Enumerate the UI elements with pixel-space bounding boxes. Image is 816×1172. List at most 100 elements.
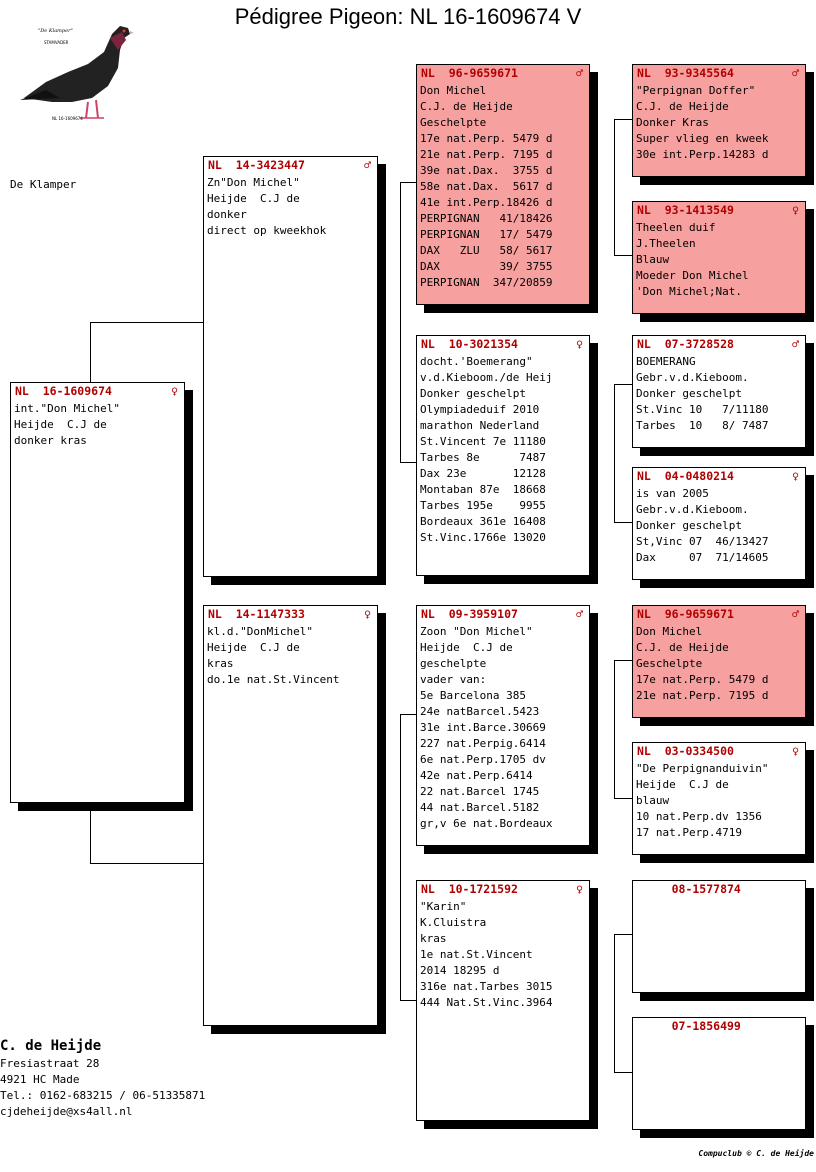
ring-number: NL 07-3728528	[637, 337, 734, 351]
female-icon: ♀	[792, 203, 799, 217]
ring-number-header: 07-1856499	[633, 1018, 805, 1034]
detail-line: Zn"Don Michel"	[207, 176, 300, 189]
ring-number-header: NL 07-3728528♂	[633, 336, 805, 352]
connector	[614, 660, 615, 798]
detail-line: Don Michel	[420, 84, 487, 97]
detail-line: BOEMERANG	[636, 355, 696, 368]
male-icon: ♂	[364, 158, 371, 172]
detail-line: 22 nat.Barcel 1745	[420, 785, 540, 798]
connector	[614, 522, 632, 523]
detail-line: DAX ZLU 58/ 5617	[420, 244, 553, 257]
detail-line: Don Michel	[636, 625, 703, 638]
connector	[90, 322, 204, 323]
detail-line: 30e int.Perp.14283 d	[636, 148, 769, 161]
page-title: Pédigree Pigeon: NL 16-1609674 V	[234, 4, 582, 29]
detail-line: C.J. de Heijde	[636, 100, 729, 113]
ring-number-header: NL 03-0334500♀	[633, 743, 805, 759]
detail-line: 2014 18295 d	[420, 964, 500, 977]
pedigree-card-fff[interactable]: NL 93-9345564♂"Perpignan Doffer"C.J. de …	[632, 64, 806, 177]
detail-line: 5e Barcelona 385	[420, 689, 526, 702]
ring-number: NL 10-1721592	[421, 882, 518, 896]
detail-line: Tarbes 10 8/ 7487	[636, 419, 769, 432]
pedigree-card-father[interactable]: NL 14-3423447♂Zn"Don Michel"Heijde C.J d…	[203, 156, 378, 577]
detail-line: 6e nat.Perp.1705 dv	[420, 753, 546, 766]
ring-number: NL 16-1609674	[15, 384, 112, 398]
detail-line: 58e nat.Dax. 5617 d	[420, 180, 553, 193]
pedigree-card-mmm[interactable]: 07-1856499	[632, 1017, 806, 1130]
detail-line: 1e nat.St.Vincent	[420, 948, 533, 961]
ring-number-header: NL 09-3959107♂	[417, 606, 589, 622]
pigeon-details	[633, 897, 805, 899]
detail-line: St,Vinc 07 46/13427	[636, 535, 769, 548]
detail-line: 39e nat.Dax. 3755 d	[420, 164, 553, 177]
connector	[400, 182, 416, 183]
detail-line: J.Theelen	[636, 237, 696, 250]
detail-line: Zoon "Don Michel"	[420, 625, 533, 638]
detail-line: kras	[420, 932, 447, 945]
ring-number: NL 14-1147333	[208, 607, 305, 621]
detail-line: PERPIGNAN 17/ 5479	[420, 228, 553, 241]
detail-line: 444 Nat.St.Vinc.3964	[420, 996, 553, 1009]
male-icon: ♂	[576, 607, 583, 621]
detail-line: 44 nat.Barcel.5182	[420, 801, 540, 814]
pedigree-card-mother[interactable]: NL 14-1147333♀kl.d."DonMichel"Heijde C.J…	[203, 605, 378, 1026]
detail-line: St.Vincent 7e 11180	[420, 435, 546, 448]
detail-line: 17e nat.Perp. 5479 d	[636, 673, 769, 686]
pedigree-card-mf[interactable]: NL 09-3959107♂Zoon "Don Michel"Heijde C.…	[416, 605, 590, 846]
detail-line: Heijde C.J de	[207, 192, 300, 205]
footer-credit: Compuclub © C. de Heijde	[698, 1149, 814, 1158]
connector	[400, 182, 401, 462]
ring-number: NL 96-9659671	[421, 66, 518, 80]
connector	[614, 119, 615, 255]
detail-line: 17e nat.Perp. 5479 d	[420, 132, 553, 145]
pedigree-card-mfm[interactable]: NL 03-0334500♀"De Perpignanduivin"Heijde…	[632, 742, 806, 855]
detail-line: donker	[207, 208, 247, 221]
detail-line: St.Vinc.1766e 13020	[420, 531, 546, 544]
detail-line: gr,v 6e nat.Bordeaux	[420, 817, 553, 830]
connector	[400, 1000, 416, 1001]
owner-email[interactable]: cjdeheijde@xs4all.nl	[0, 1105, 133, 1118]
detail-line: Donker Kras	[636, 116, 709, 129]
detail-line: blauw	[636, 794, 670, 807]
ring-number-header: NL 04-0480214 ♀	[633, 468, 805, 484]
detail-line: vader van:	[420, 673, 487, 686]
detail-line: Heijde C.J de	[636, 778, 729, 791]
connector	[614, 934, 632, 935]
detail-line: Olympiadeduif 2010	[420, 403, 540, 416]
male-icon: ♂	[792, 66, 799, 80]
detail-line: 316e nat.Tarbes 3015	[420, 980, 553, 993]
detail-line: 41e int.Perp.18426 d	[420, 196, 553, 209]
pedigree-card-subject[interactable]: NL 16-1609674 ♀int."Don Michel"Heijde C.J…	[10, 382, 185, 803]
ring-number-header: NL 10-3021354♀	[417, 336, 589, 352]
detail-line: Tarbes 8e 7487	[420, 451, 546, 464]
ring-number: NL 04-0480214	[637, 469, 734, 483]
detail-line: C.J. de Heijde	[636, 641, 729, 654]
connector	[614, 660, 632, 661]
female-icon: ♀	[171, 384, 178, 398]
detail-line: 24e natBarcel.5423	[420, 705, 540, 718]
detail-line: Donker geschelpt	[636, 519, 742, 532]
female-icon: ♀	[792, 469, 799, 483]
owner-name: C. de Heijde	[0, 1038, 102, 1054]
pedigree-card-fm[interactable]: NL 10-3021354♀docht.'Boemerang"v.d.Kiebo…	[416, 335, 590, 576]
connector	[90, 803, 91, 863]
detail-line: "Karin"	[420, 900, 467, 913]
pedigree-card-mmf[interactable]: 08-1577874	[632, 880, 806, 993]
owner-street: Fresiastraat 28	[0, 1057, 100, 1070]
owner-phone: Tel.: 0162-683215 / 06-51335871	[0, 1089, 206, 1102]
